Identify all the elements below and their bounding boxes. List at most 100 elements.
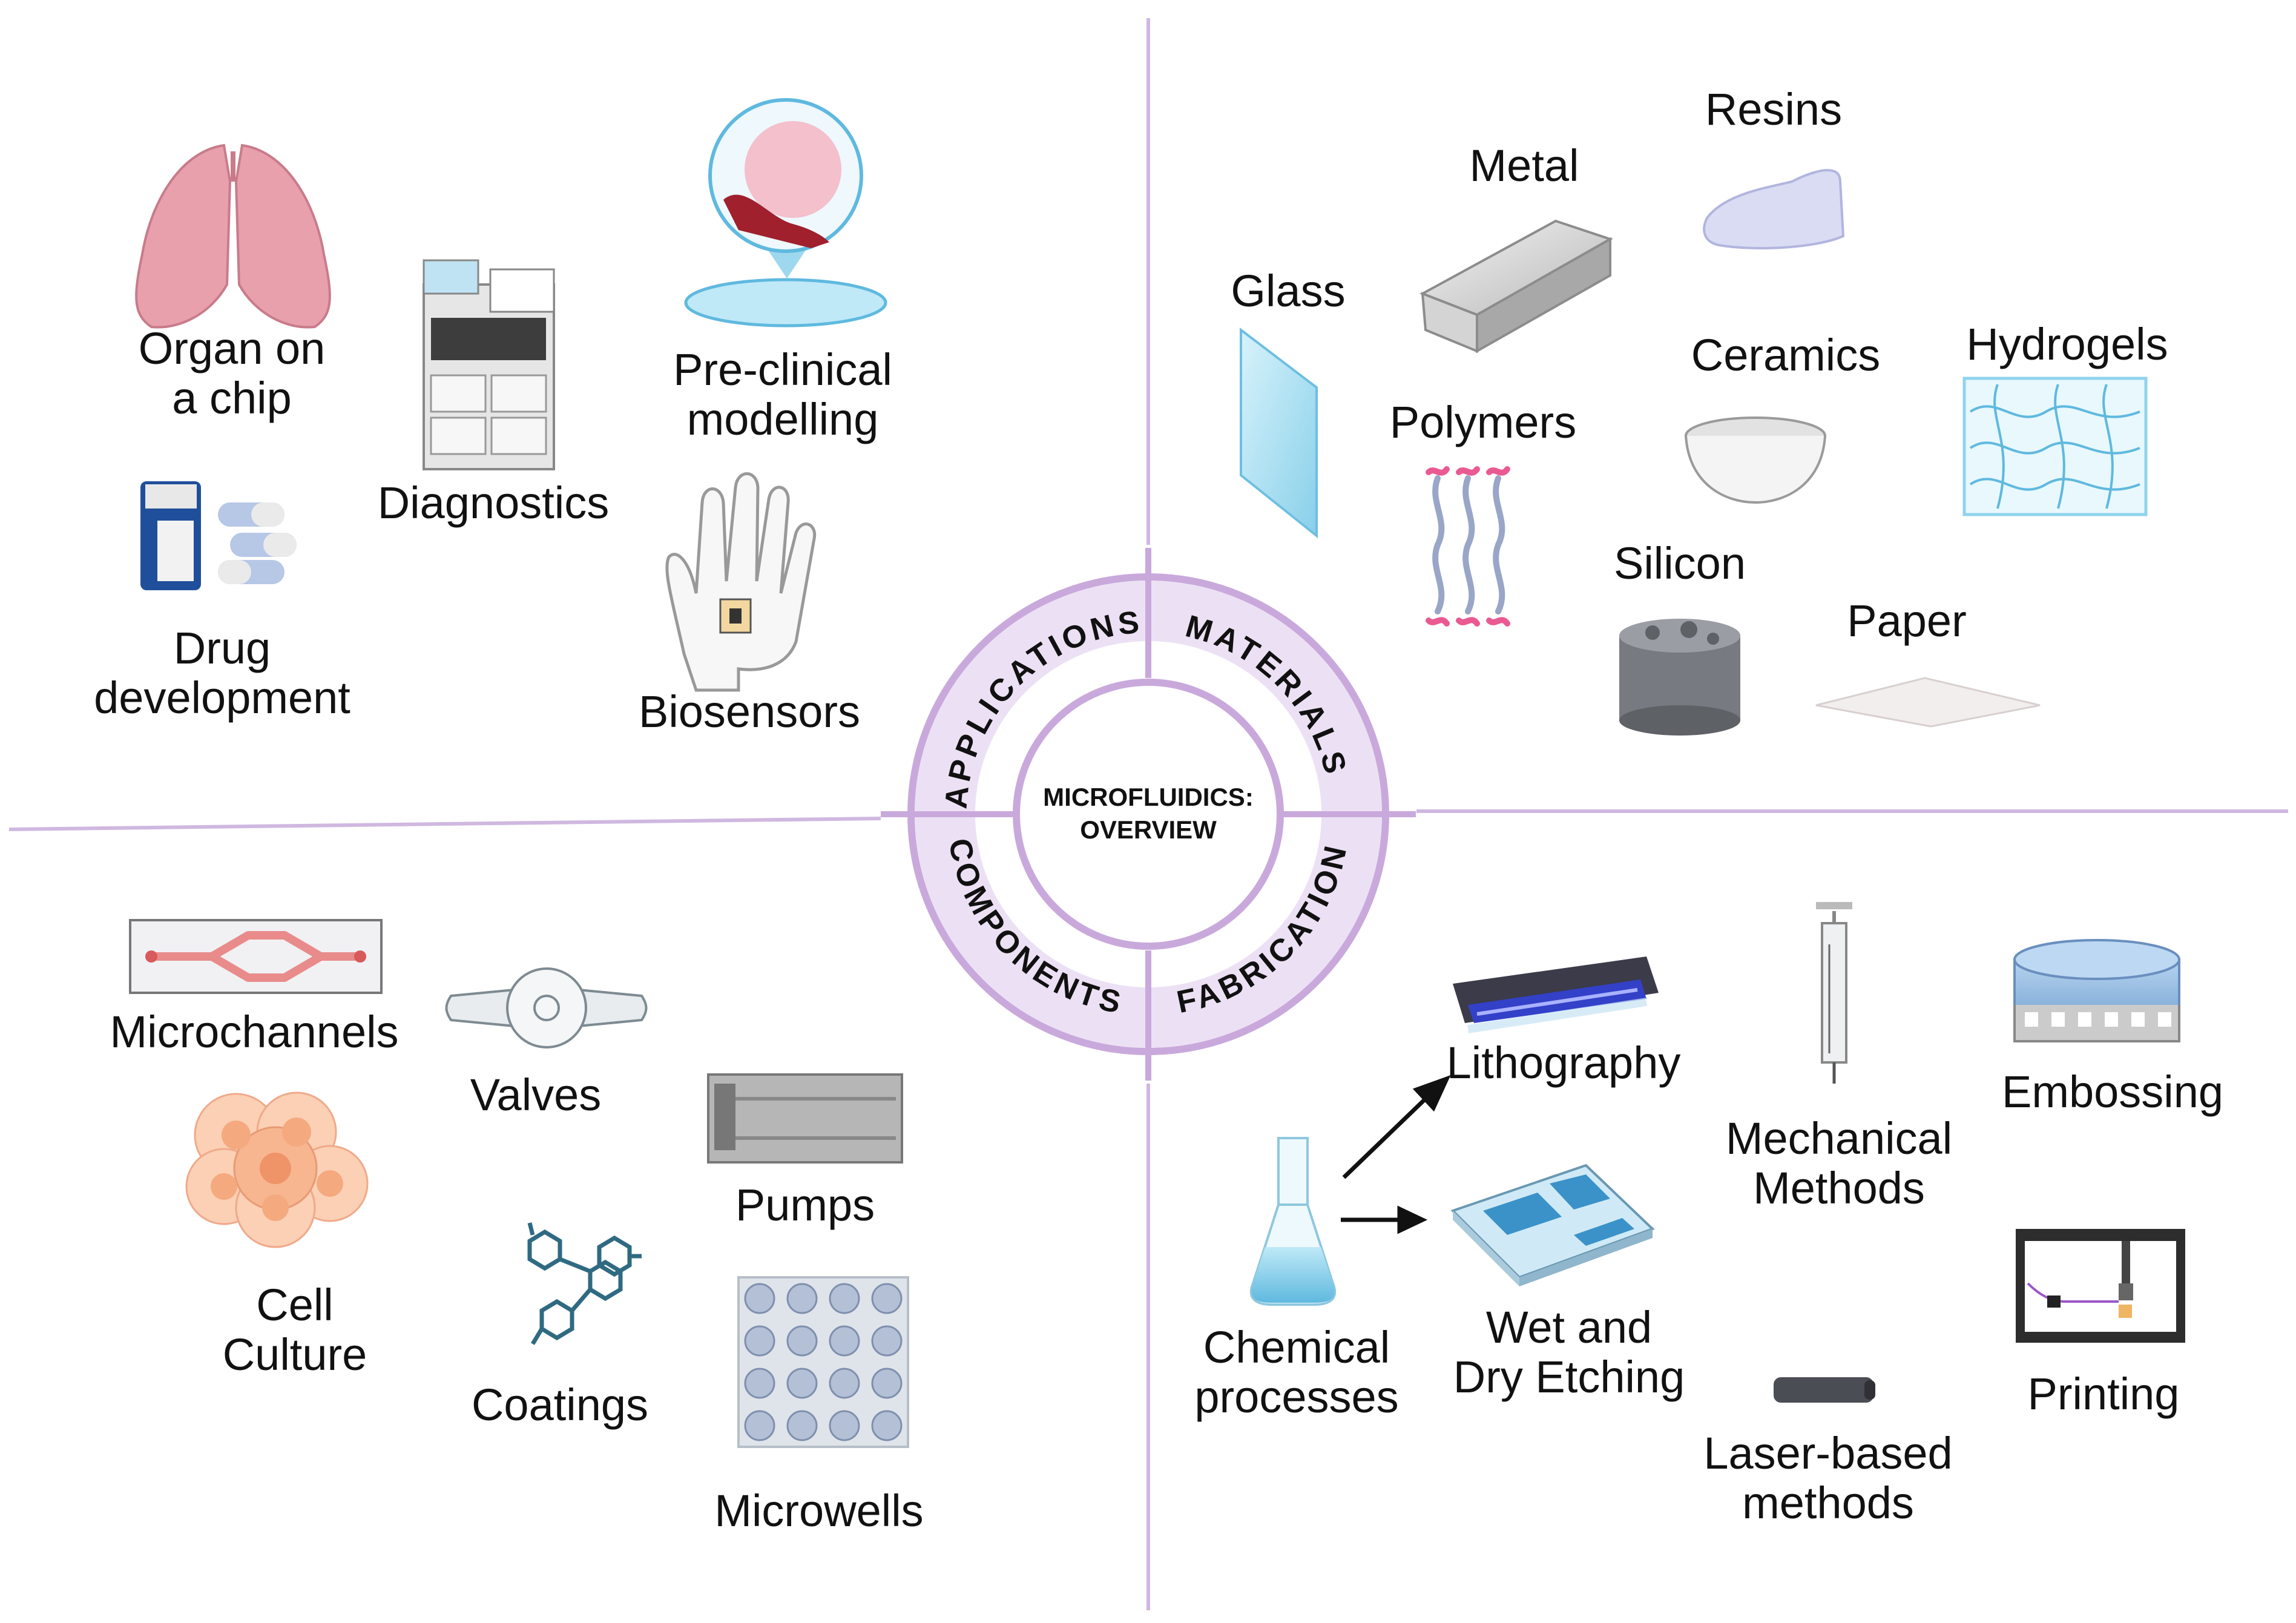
- emboss-tooth: [2078, 1012, 2091, 1027]
- label-cell-culture: Cell Culture: [223, 1280, 367, 1380]
- label-paper: Paper: [1847, 596, 1967, 646]
- label-laser-line2: methods: [1742, 1478, 1914, 1528]
- valve-icon: [445, 967, 648, 1049]
- lab-analyzer-icon: [423, 259, 555, 470]
- embossing-stamp-icon: [2013, 939, 2180, 1042]
- microwell: [744, 1325, 775, 1357]
- label-drug-development-line2: development: [94, 673, 350, 723]
- microwell: [829, 1410, 860, 1441]
- label-etching-line2: Dry Etching: [1453, 1352, 1685, 1402]
- flask-icon: [1249, 1137, 1337, 1306]
- label-drug-development: Drug development: [94, 624, 350, 723]
- center-title: MICROFLUIDICS: OVERVIEW: [1043, 781, 1254, 846]
- label-mechanical-methods: Mechanical Methods: [1726, 1114, 1952, 1213]
- label-preclinical: Pre-clinical modelling: [673, 345, 892, 444]
- microwell: [829, 1325, 860, 1357]
- glove-sensor-icon: [665, 472, 817, 692]
- divider-left: [8, 817, 881, 831]
- polymer-chains-icon: [1426, 466, 1510, 627]
- quadrant-dividers: [8, 18, 2288, 1610]
- label-printing: Printing: [2027, 1369, 2180, 1419]
- pump-icon: [707, 1073, 903, 1164]
- tissue-dish-icon: [684, 98, 887, 328]
- label-organ-on-chip-line1: Organ on: [138, 323, 326, 374]
- label-preclinical-line1: Pre-clinical: [673, 344, 892, 395]
- microwell: [871, 1325, 903, 1357]
- label-organ-on-chip-line2: a chip: [172, 373, 292, 423]
- ceramic-bowl-icon: [1685, 416, 1826, 504]
- uv-lamp-icon: [1453, 956, 1659, 1033]
- arrowhead-etching: [1397, 1205, 1428, 1234]
- metal-ingot-icon: [1419, 219, 1613, 354]
- ring-inner: [1013, 679, 1284, 950]
- label-diagnostics: Diagnostics: [377, 478, 610, 528]
- label-biosensors: Biosensors: [638, 686, 861, 737]
- microwell: [786, 1325, 818, 1357]
- printer-icon: [2016, 1229, 2185, 1343]
- label-silicon: Silicon: [1614, 538, 1746, 588]
- label-drug-development-line1: Drug: [173, 623, 271, 673]
- label-polymers: Polymers: [1389, 397, 1577, 447]
- label-laser-based-methods: Laser-based methods: [1703, 1429, 1952, 1528]
- syringe-icon: [1816, 902, 1852, 1084]
- etched-chip-icon: [1450, 1164, 1655, 1286]
- pills-icon: [140, 481, 297, 590]
- cell-culture-icon: [185, 1091, 369, 1248]
- microwell: [786, 1410, 818, 1441]
- label-pumps: Pumps: [735, 1180, 875, 1230]
- label-etching-line1: Wet and: [1485, 1302, 1653, 1352]
- microwell: [744, 1368, 775, 1399]
- microwell: [871, 1410, 903, 1441]
- microwell: [829, 1368, 860, 1399]
- label-preclinical-line2: modelling: [686, 394, 879, 444]
- label-resins: Resins: [1705, 84, 1843, 134]
- label-organ-on-chip: Organ on a chip: [139, 324, 326, 423]
- label-lithography: Lithography: [1446, 1038, 1681, 1088]
- glass-pane-icon: [1240, 327, 1318, 539]
- microchannel-chip-icon: [129, 919, 383, 994]
- label-valves: Valves: [470, 1070, 602, 1120]
- coatings-molecule-icon: [527, 1222, 642, 1345]
- central-ring: APPLICATIONS MATERIALS COMPONENTS FABRIC…: [881, 548, 1416, 1081]
- label-mechanical-line2: Methods: [1753, 1163, 1925, 1213]
- microwell: [871, 1283, 903, 1314]
- microwell: [829, 1283, 860, 1314]
- label-mechanical-line1: Mechanical: [1725, 1113, 1953, 1164]
- label-cell-culture-line1: Cell: [256, 1280, 334, 1330]
- hydrogel-mesh-icon: [1962, 377, 2148, 516]
- label-chemical-line1: Chemical: [1203, 1322, 1390, 1372]
- arrow-to-lithography: [1342, 1097, 1427, 1179]
- emboss-tooth: [2158, 1012, 2171, 1027]
- microwell-plate-icon: [737, 1276, 909, 1448]
- paper-sheet-icon: [1815, 677, 2041, 728]
- label-laser-line1: Laser-based: [1703, 1428, 1953, 1478]
- emboss-tooth: [2131, 1012, 2145, 1027]
- label-microchannels: Microchannels: [110, 1007, 399, 1057]
- label-ceramics: Ceramics: [1691, 330, 1881, 380]
- microwell: [786, 1368, 818, 1399]
- label-hydrogels: Hydrogels: [1966, 319, 2168, 369]
- label-cell-culture-line2: Culture: [222, 1329, 367, 1380]
- label-wet-dry-etching: Wet and Dry Etching: [1453, 1303, 1685, 1402]
- emboss-tooth: [2051, 1012, 2065, 1027]
- label-chemical-line2: processes: [1194, 1372, 1399, 1422]
- process-arrows: [1341, 1075, 1451, 1234]
- label-coatings: Coatings: [471, 1380, 649, 1430]
- microwell: [786, 1283, 818, 1314]
- center-title-line2: OVERVIEW: [1080, 815, 1217, 844]
- label-glass: Glass: [1231, 266, 1346, 316]
- microwell: [871, 1368, 903, 1399]
- emboss-tooth: [2025, 1012, 2038, 1027]
- silicon-block-icon: [1619, 619, 1740, 736]
- lungs-icon: [135, 143, 331, 329]
- label-embossing: Embossing: [2001, 1067, 2224, 1117]
- label-microwells: Microwells: [714, 1486, 924, 1536]
- emboss-tooth: [2105, 1012, 2118, 1027]
- center-title-line1: MICROFLUIDICS:: [1043, 783, 1254, 811]
- microwell: [744, 1410, 775, 1441]
- microwell: [744, 1283, 775, 1314]
- label-metal: Metal: [1469, 140, 1579, 191]
- laser-rod-icon: [1774, 1377, 1875, 1403]
- arrowhead-lithography: [1412, 1075, 1451, 1112]
